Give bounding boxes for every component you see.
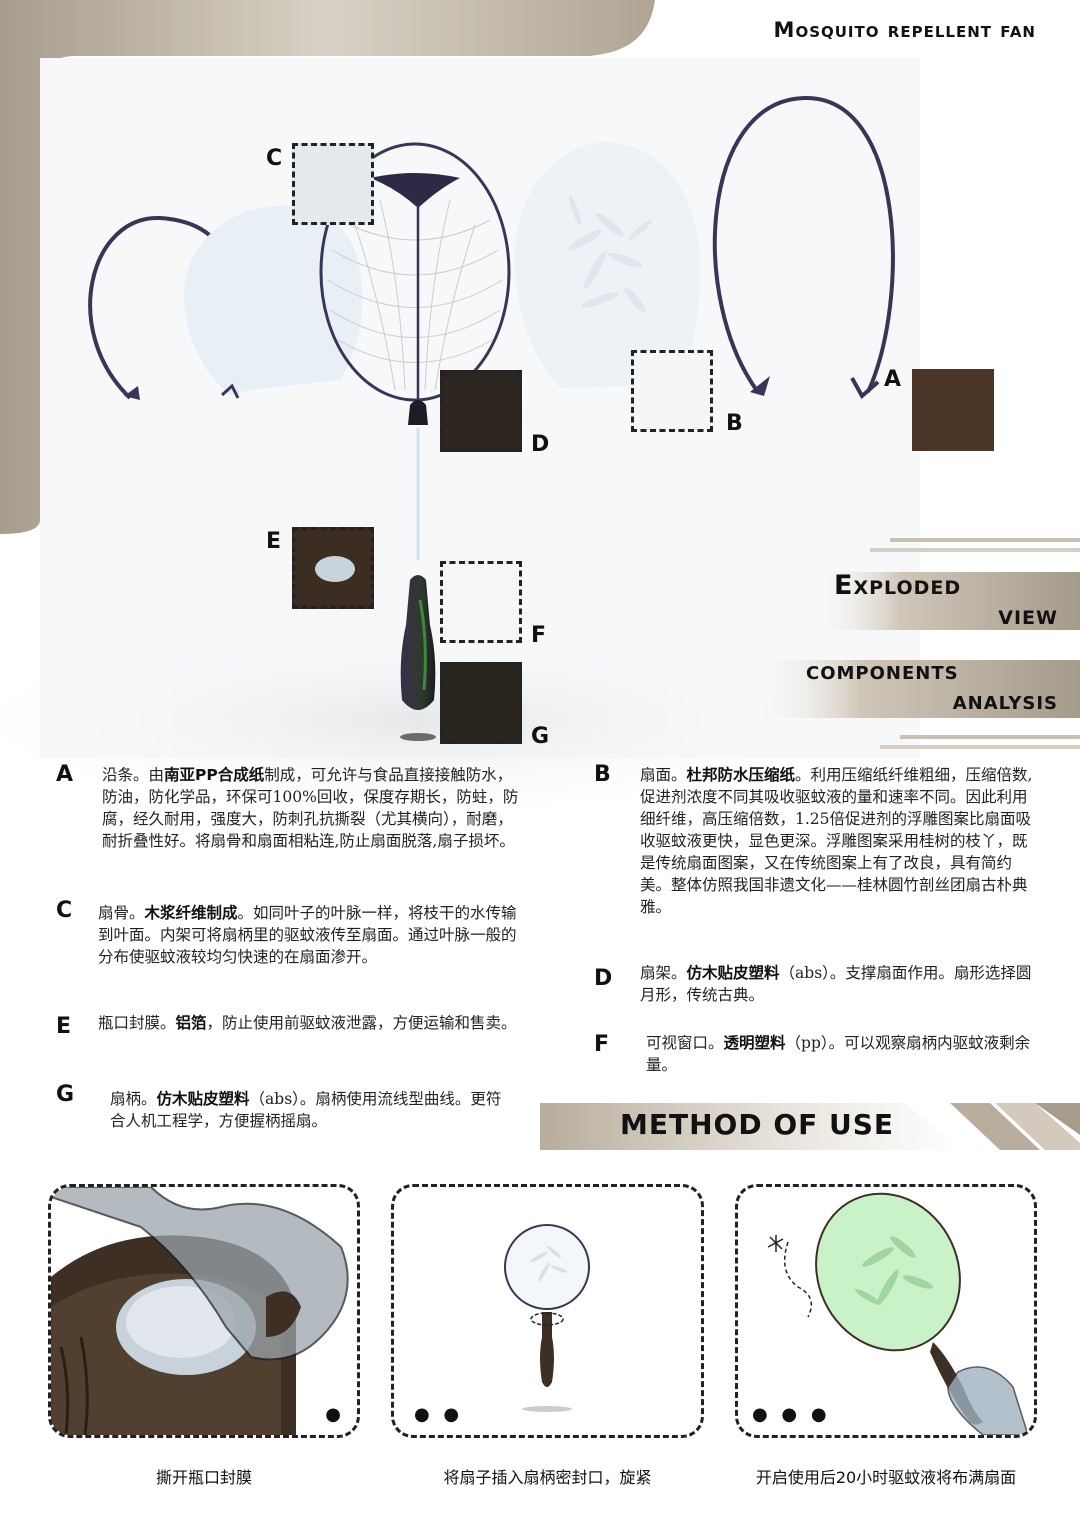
step-1-dots: ●	[325, 1404, 345, 1425]
desc-letter-c: C	[56, 898, 73, 923]
step-1-caption: 撕开瓶口封膜	[155, 1468, 252, 1487]
swatch-f	[440, 561, 522, 643]
desc-letter-f: F	[594, 1032, 610, 1057]
swatch-e	[292, 527, 374, 609]
desc-e: 瓶口封膜。铝箔，防止使用前驱蚊液泄露，方便运输和售卖。	[98, 1014, 517, 1032]
desc-letter-a: A	[56, 762, 74, 787]
desc-b: 扇面。杜邦防水压缩纸。利用压缩纸纤维粗细，压缩倍数,促进剂浓度不同其吸收驱蚊液的…	[640, 766, 1033, 916]
desc-g: 扇柄。仿木贴皮塑料（abs）。扇柄使用流线型曲线。更符合人机工程学，方便握柄摇扇…	[110, 1090, 502, 1130]
label-b: B	[726, 411, 743, 436]
step-2-panel: ● ●	[391, 1184, 704, 1438]
step-2-caption: 将扇子插入扇柄密封口，旋紧	[443, 1468, 652, 1487]
page-title: Mosquito repellent fan	[773, 18, 1036, 42]
swatch-g	[440, 662, 522, 744]
label-g: G	[531, 724, 550, 749]
desc-c: 扇骨。木浆纤维制成。如同叶子的叶脉一样，将枝干的水传输到叶面。内架可将扇柄里的驱…	[98, 904, 517, 966]
rim-strip-left	[88, 215, 217, 400]
exploded-view-illustration	[88, 95, 895, 741]
label-c: C	[266, 146, 283, 171]
label-e: E	[266, 529, 282, 554]
fan-face-decorated	[514, 141, 701, 388]
desc-letter-g: G	[56, 1082, 75, 1107]
label-f: F	[531, 623, 547, 648]
heading-method-of-use: METHOD OF USE	[620, 1108, 895, 1141]
rim-strip-right	[712, 95, 895, 394]
fan-in-use-illustration	[767, 1192, 1029, 1435]
swatch-b	[631, 350, 713, 432]
step-3-caption: 开启使用后20小时驱蚊液将布满扇面	[755, 1468, 1017, 1487]
desc-letter-d: D	[594, 966, 613, 991]
swatch-d	[440, 370, 522, 452]
step-1-panel: ●	[48, 1184, 360, 1438]
swatch-a	[912, 369, 994, 451]
heading-components: components	[806, 656, 959, 686]
fan-face-left	[184, 206, 363, 395]
fan-handle	[400, 575, 436, 741]
label-a: A	[884, 367, 902, 392]
desc-f: 可视窗口。透明塑料（pp）。可以观察扇柄内驱蚊液剩余量。	[646, 1034, 1031, 1074]
fan-skeleton	[319, 142, 511, 560]
desc-letter-e: E	[56, 1014, 72, 1039]
insert-fan-illustration	[504, 1224, 590, 1412]
peel-seal-illustration	[51, 1187, 349, 1435]
heading-analysis: analysis	[952, 686, 1058, 716]
heading-exploded: Exploded	[834, 570, 962, 601]
desc-letter-b: B	[594, 762, 611, 787]
swatch-c	[292, 143, 374, 225]
step-2-dots: ● ●	[414, 1404, 464, 1425]
step-3-dots: ● ● ●	[752, 1404, 831, 1425]
desc-d: 扇架。仿木贴皮塑料（abs）。支撑扇面作用。扇形选择圆月形，传统古典。	[640, 964, 1032, 1004]
step-3-panel: ● ● ●	[735, 1184, 1037, 1438]
heading-view: view	[998, 600, 1058, 631]
desc-a: 沿条。由南亚PP合成纸制成，可允许与食品直接接触防水，防油，防化学品，环保可10…	[102, 766, 519, 850]
label-d: D	[531, 432, 550, 457]
